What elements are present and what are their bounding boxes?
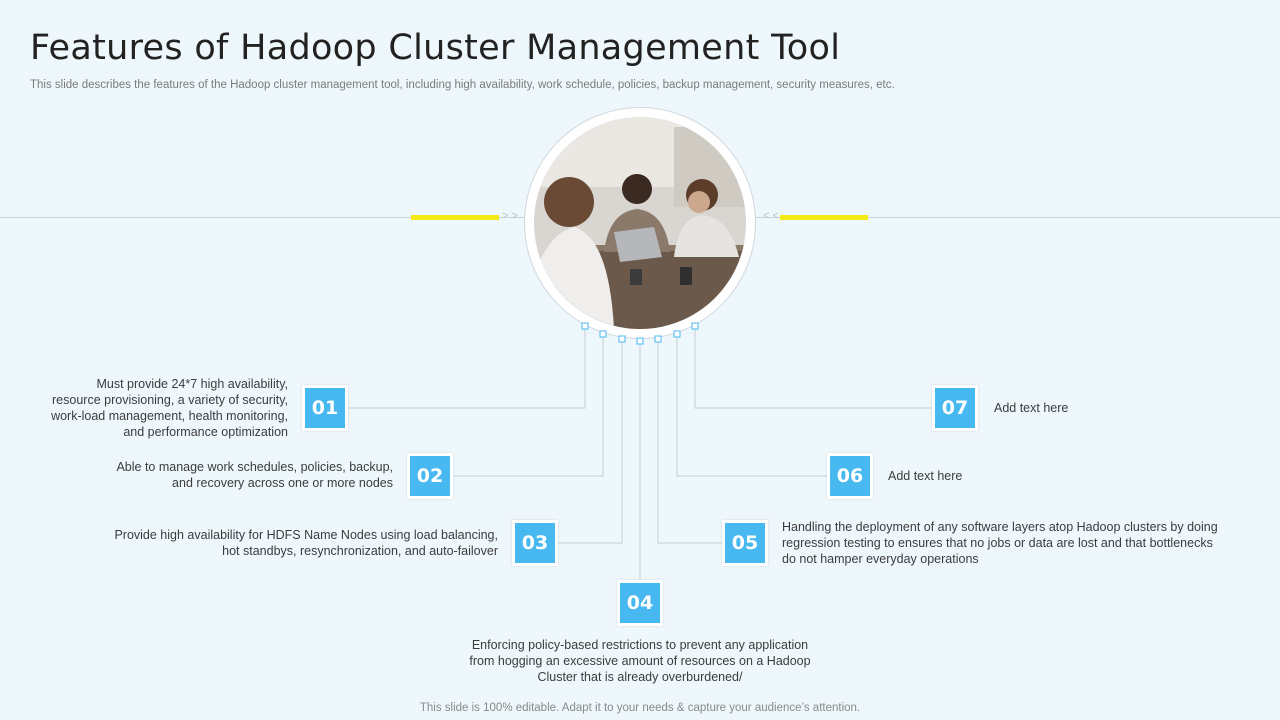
chevron-right-icon: > > (502, 210, 518, 222)
accent-bar-right (780, 215, 868, 220)
feature-number-03: 03 (512, 520, 558, 566)
feature-number-05: 05 (722, 520, 768, 566)
feature-number-06: 06 (827, 453, 873, 499)
chevron-left-icon: < < (763, 210, 779, 222)
feature-number-04: 04 (617, 580, 663, 626)
feature-number-07: 07 (932, 385, 978, 431)
slide-footer: This slide is 100% editable. Adapt it to… (419, 702, 861, 714)
feature-description-07: Add text here (994, 401, 1069, 415)
feature-description-01: Must provide 24*7 high availability, res… (51, 377, 288, 439)
feature-description-02: Able to manage work schedules, policies,… (116, 460, 393, 490)
feature-description-04: Enforcing policy-based restrictions to p… (469, 638, 811, 684)
feature-number-02: 02 (407, 453, 453, 499)
slide-subtitle: This slide describes the features of the… (30, 79, 895, 91)
accent-bar-left (411, 215, 499, 220)
feature-number-01: 01 (302, 385, 348, 431)
slide-title: Features of Hadoop Cluster Management To… (30, 28, 841, 68)
divider-line-right (756, 217, 1280, 218)
feature-description-05: Handling the deployment of any software … (782, 520, 1218, 566)
feature-description-06: Add text here (888, 469, 963, 483)
divider-line-left (0, 217, 524, 218)
feature-description-03: Provide high availability for HDFS Name … (114, 528, 498, 558)
